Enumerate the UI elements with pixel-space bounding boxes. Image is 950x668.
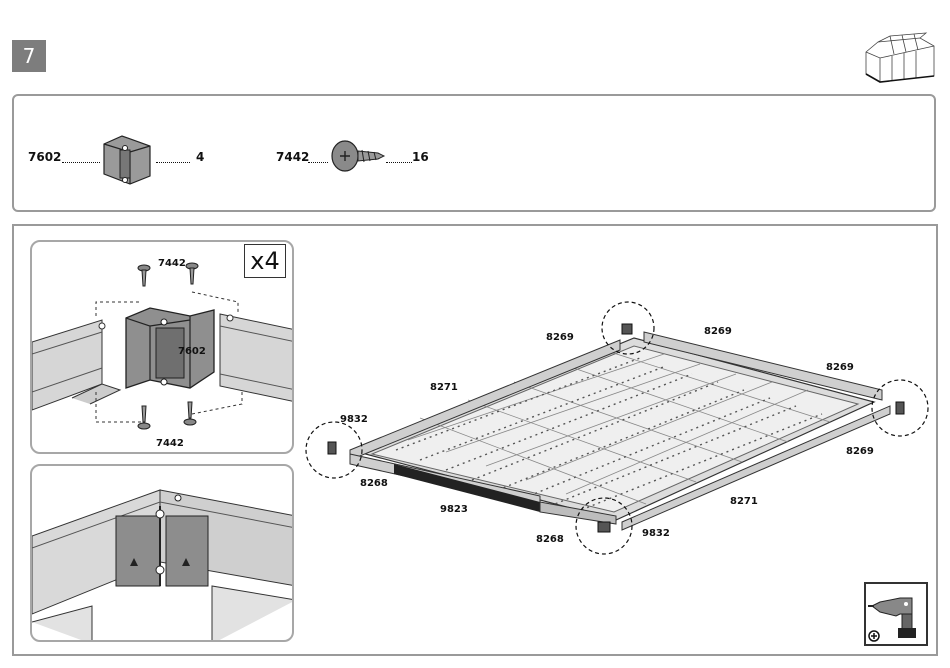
part-code: 7602 [28,150,61,164]
label-9823: 9823 [440,504,468,515]
corner-bracket-icon [100,130,154,186]
assembled-detail-view [30,464,294,642]
parts-list-panel: 7602 4 7442 16 [12,94,936,212]
plus-icon [868,630,880,642]
greenhouse-thumbnail-icon [860,30,938,86]
repeat-multiplier-badge: x4 [244,244,286,278]
tool-box [864,582,928,646]
dotted-leader [156,162,190,163]
label-8271: 8271 [730,496,758,507]
floor-frame-diagram: 8269 8269 8269 8269 8271 8271 9832 9832 … [300,290,940,580]
screw-label-bottom: 7442 [156,438,184,449]
bracket-label: 7602 [178,346,206,357]
label-9832: 9832 [642,528,670,539]
dotted-leader [386,162,412,163]
label-9832: 9832 [340,414,368,425]
label-8269: 8269 [546,332,574,343]
part-quantity: 4 [196,150,204,164]
screw-icon [138,406,150,429]
screw-icon [138,265,150,286]
label-8269: 8269 [846,446,874,457]
screw-icon [330,136,386,176]
label-8268: 8268 [536,534,564,545]
step-number: 7 [12,40,46,72]
part-code: 7442 [276,150,309,164]
label-8269: 8269 [826,362,854,373]
label-8271: 8271 [430,382,458,393]
screw-label-top: 7442 [158,258,186,269]
label-8269: 8269 [704,326,732,337]
dotted-leader [308,162,328,163]
part-quantity: 16 [412,150,429,164]
assembled-corner-diagram [32,466,294,642]
screw-icon [186,263,198,284]
label-8268: 8268 [360,478,388,489]
dotted-leader [62,162,100,163]
